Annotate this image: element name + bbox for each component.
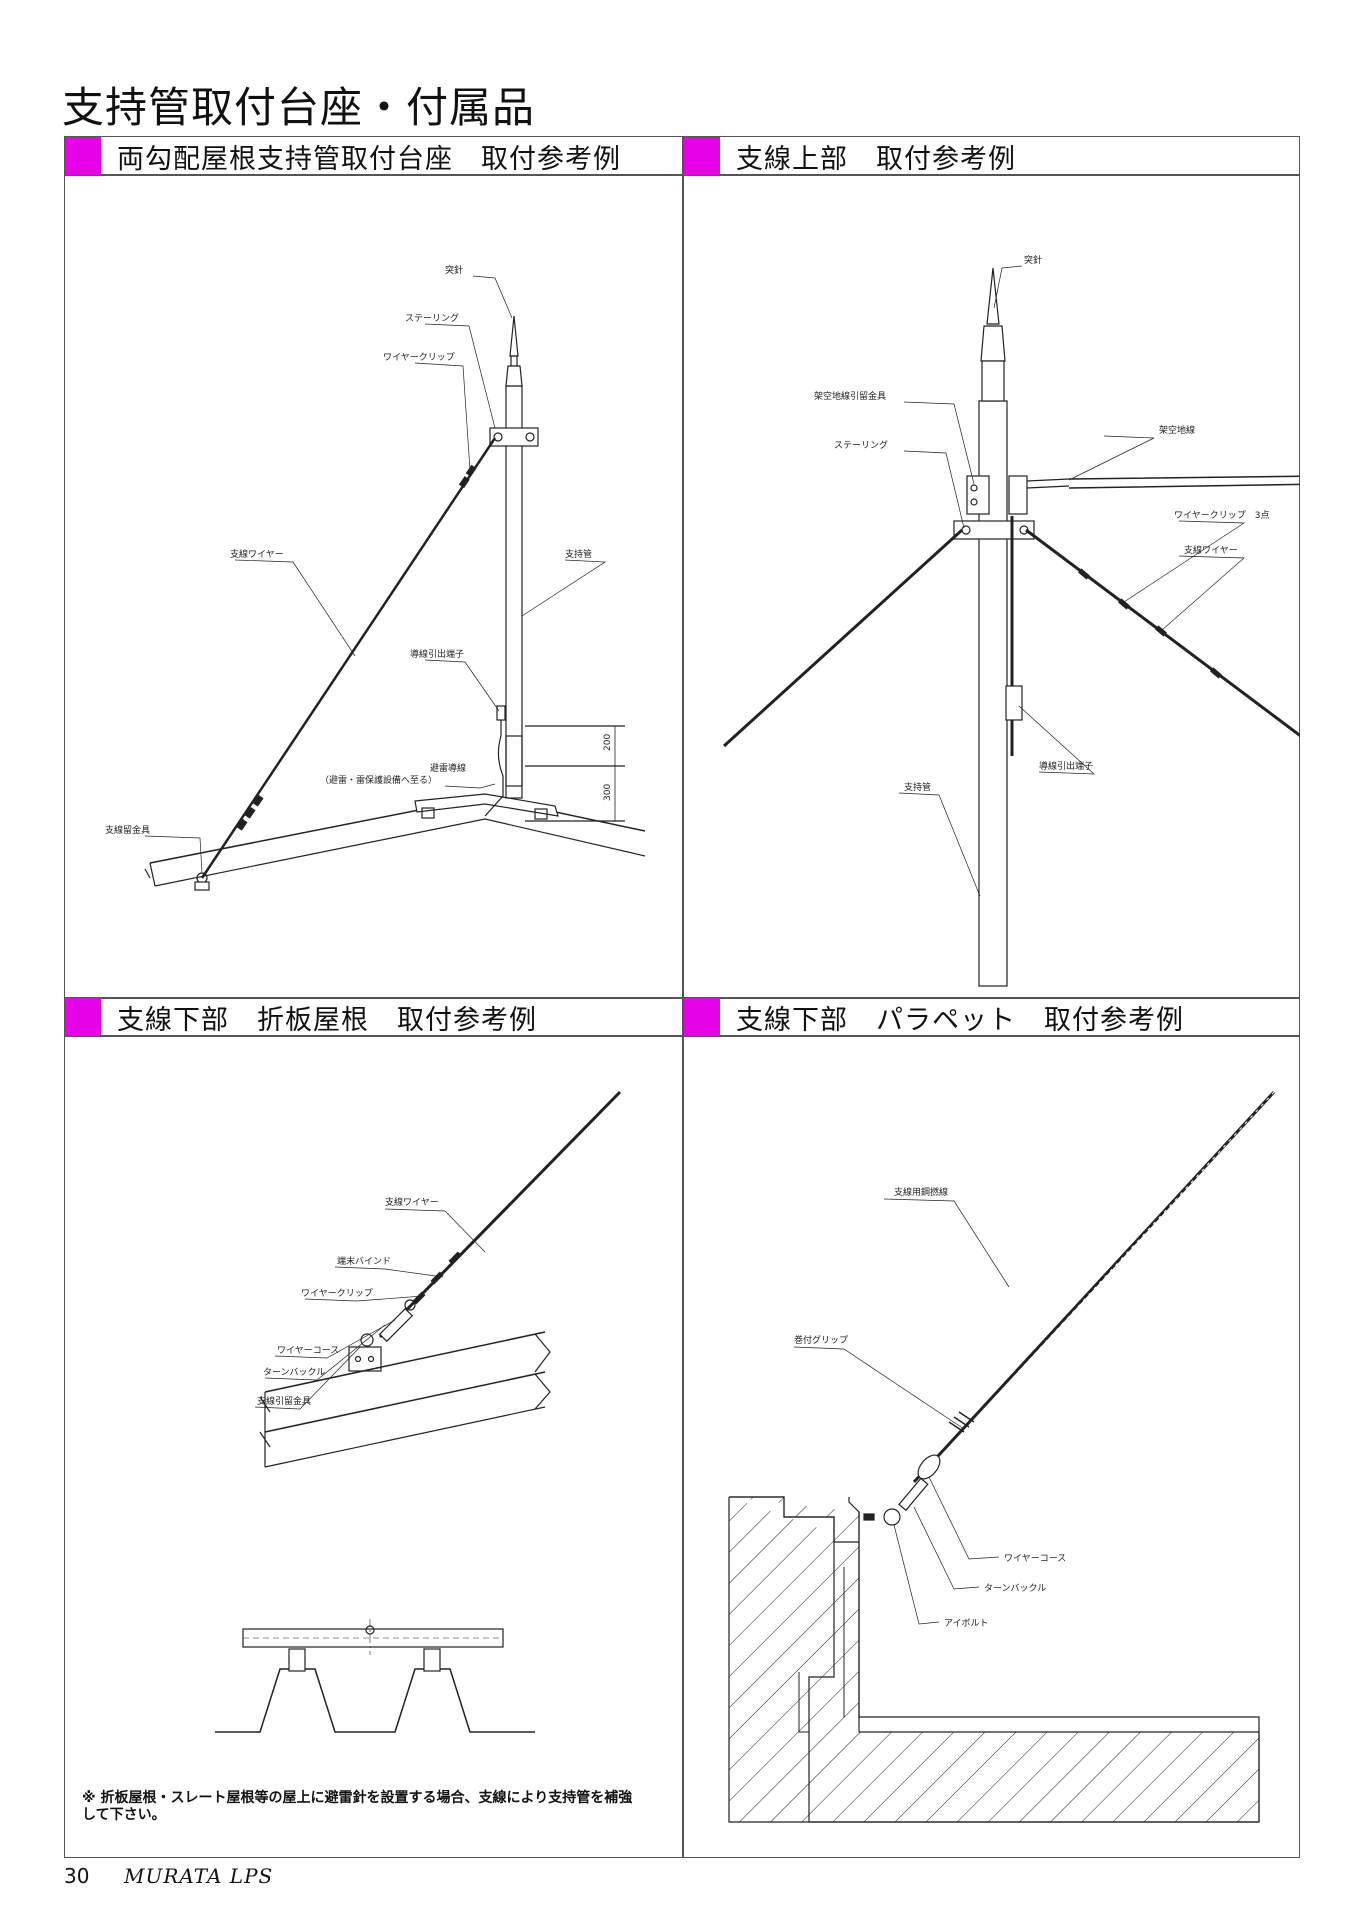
panel-heading: 両勾配屋根支持管取付台座 取付参考例 — [117, 143, 621, 175]
label-anchor: 支線留金具 — [105, 824, 150, 836]
label-support-pipe: 支持管 — [904, 781, 931, 793]
label-stay-ring: ステーリング — [405, 312, 459, 324]
panel-header-2: 支線上部 取付参考例 — [684, 137, 1016, 175]
installation-note: ※ 折板屋根・スレート屋根等の屋上に避雷針を設置する場合、支線により支持管を補強… — [82, 1790, 633, 1823]
label-eyebolt: アイボルト — [944, 1618, 989, 1629]
grid-divider-head-bottom — [65, 1035, 1299, 1037]
label-stay-wire: 支線ワイヤー — [385, 1196, 439, 1208]
panel-heading: 支線上部 取付参考例 — [736, 143, 1016, 175]
label-conductor: 避雷導線 — [430, 762, 466, 774]
label-turnbuckle: ターンバックル — [263, 1367, 325, 1378]
label-wire-clip: ワイヤークリップ — [301, 1288, 373, 1299]
magenta-marker — [684, 137, 720, 175]
label-lead-terminal: 導線引出端子 — [1039, 760, 1093, 772]
label-end-bind: 端末バインド — [337, 1255, 391, 1267]
label-lead-terminal: 導線引出端子 — [410, 648, 464, 660]
label-support-pipe: 支持管 — [565, 548, 592, 560]
label-conductor-note: （避雷・雷保護設備へ至る） — [320, 774, 437, 786]
brand-name: MURATA LPS — [124, 1864, 274, 1888]
magenta-marker — [684, 998, 720, 1036]
label-steel-wire: 支線用鋼撚線 — [894, 1186, 948, 1198]
panel-header-3: 支線下部 折板屋根 取付参考例 — [65, 998, 537, 1036]
magenta-marker — [65, 137, 101, 175]
label-overhead-anchor: 架空地線引留金具 — [814, 390, 886, 402]
panel-heading: 支線下部 折板屋根 取付参考例 — [117, 1004, 537, 1036]
dim-300: 300 — [603, 784, 613, 801]
panel-header-1: 両勾配屋根支持管取付台座 取付参考例 — [65, 137, 621, 175]
diagram-grid: 両勾配屋根支持管取付台座 取付参考例 支線上部 取付参考例 支線下部 折板屋根 … — [64, 136, 1300, 1858]
diagram-folded-plate-roof: 支線ワイヤー 端末バインド ワイヤークリップ ワイヤーコース ターンバックル 支… — [65, 1037, 681, 1857]
page-title: 支持管取付台座・付属品 — [62, 83, 536, 132]
grid-divider-head-top — [65, 174, 1299, 176]
label-tip: 突針 — [1024, 254, 1042, 266]
grid-divider-middle — [65, 997, 1299, 999]
page-number: 30 — [64, 1864, 90, 1888]
label-turnbuckle: ターンバックル — [984, 1583, 1046, 1594]
label-thimble: ワイヤーコース — [277, 1346, 339, 1356]
panel-header-4: 支線下部 パラペット 取付参考例 — [684, 998, 1184, 1036]
label-overhead-wire: 架空地線 — [1159, 424, 1195, 436]
label-stay-ring: ステーリング — [834, 439, 888, 451]
magenta-marker — [65, 998, 101, 1036]
diagram-upper-stay: 突針 架空地線引留金具 架空地線 ステーリング ワイヤークリップ 3点 支線ワイ… — [684, 176, 1300, 996]
diagram-double-pitch-roof: 突針 ステーリング ワイヤークリップ 支線ワイヤー 支持管 導線引出端子 避雷導… — [65, 176, 681, 996]
label-stay-wire: 支線ワイヤー — [1184, 544, 1238, 556]
dim-200: 200 — [603, 734, 613, 751]
diagram-parapet: 支線用鋼撚線 巻付グリップ ワイヤーコース ターンバックル アイボルト — [684, 1037, 1300, 1857]
label-thimble: ワイヤーコース — [1004, 1554, 1066, 1564]
label-grip: 巻付グリップ — [794, 1334, 848, 1346]
label-wire-clip: ワイヤークリップ 3点 — [1174, 510, 1269, 521]
panel-heading: 支線下部 パラペット 取付参考例 — [736, 1004, 1184, 1036]
label-wire-clip: ワイヤークリップ — [383, 352, 455, 363]
label-tip: 突針 — [445, 264, 463, 276]
label-anchor: 支線引留金具 — [257, 1395, 311, 1407]
label-stay-wire: 支線ワイヤー — [230, 548, 284, 560]
